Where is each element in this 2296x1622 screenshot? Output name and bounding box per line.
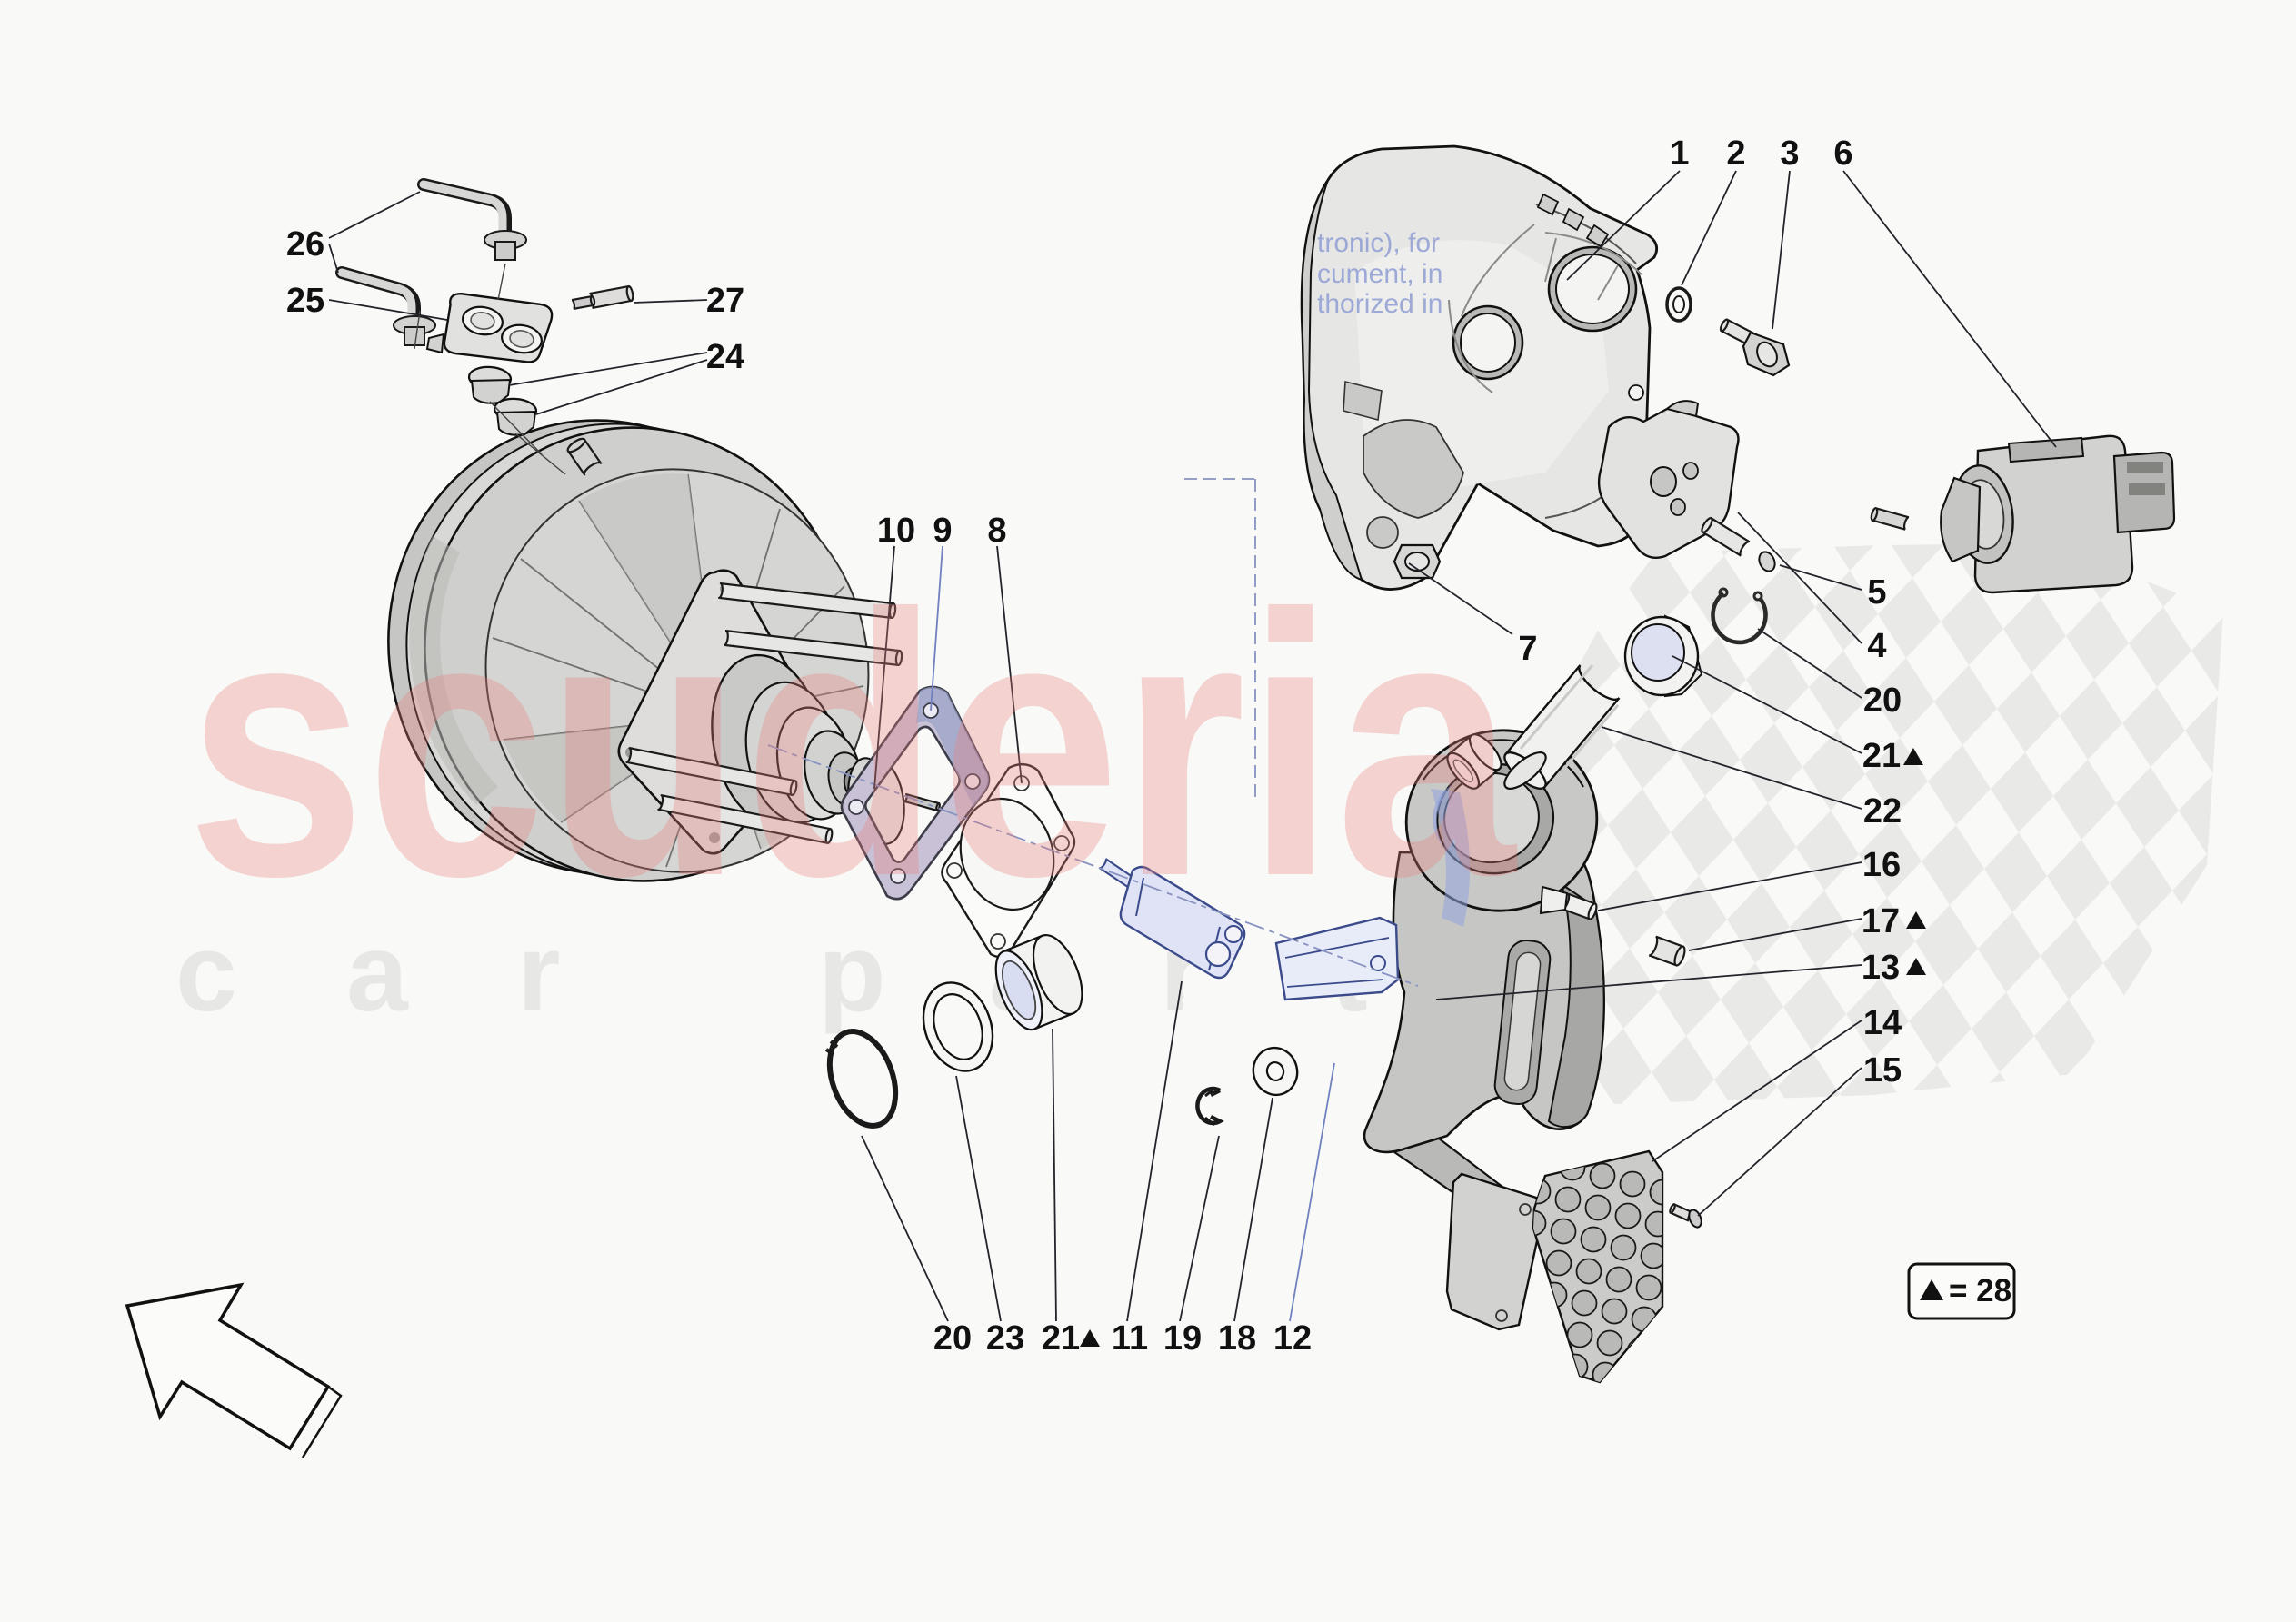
svg-text:20: 20 (933, 1319, 972, 1358)
svg-text:8: 8 (987, 512, 1006, 550)
svg-text:18: 18 (1218, 1319, 1256, 1358)
svg-text:23: 23 (986, 1319, 1024, 1358)
svg-text:3: 3 (1780, 134, 1799, 173)
svg-text:p: p (818, 911, 886, 1034)
svg-text:19: 19 (1163, 1319, 1202, 1358)
svg-text:24: 24 (706, 338, 744, 376)
svg-text:26: 26 (286, 225, 324, 264)
svg-text:15: 15 (1863, 1051, 1902, 1090)
svg-text:r: r (517, 911, 560, 1034)
svg-text:20: 20 (1863, 682, 1902, 720)
svg-text:tronic), for: tronic), for (1317, 228, 1440, 258)
svg-text:21: 21 (1862, 737, 1901, 775)
svg-text:16: 16 (1862, 846, 1901, 884)
svg-text:9: 9 (933, 512, 952, 550)
svg-text:5: 5 (1867, 573, 1886, 612)
svg-text:a: a (346, 911, 409, 1034)
svg-text:thorized in: thorized in (1317, 289, 1442, 319)
svg-text:12: 12 (1273, 1319, 1312, 1358)
svg-text:21: 21 (1042, 1319, 1080, 1358)
svg-text:22: 22 (1863, 792, 1902, 831)
svg-text:cument, in: cument, in (1317, 259, 1442, 289)
svg-text:4: 4 (1867, 627, 1886, 665)
svg-text:10: 10 (877, 512, 915, 550)
svg-text:2: 2 (1726, 134, 1745, 173)
svg-text:11: 11 (1112, 1319, 1148, 1358)
svg-text:14: 14 (1863, 1004, 1902, 1042)
svg-text:= 28: = 28 (1949, 1273, 2011, 1309)
svg-text:25: 25 (286, 282, 324, 320)
svg-text:27: 27 (706, 282, 744, 320)
svg-text:scuderia: scuderia (186, 537, 1517, 953)
svg-text:c: c (175, 911, 237, 1034)
svg-text:7: 7 (1518, 630, 1537, 668)
svg-text:6: 6 (1833, 134, 1852, 173)
svg-text:13: 13 (1862, 949, 1900, 987)
svg-text:1: 1 (1670, 134, 1689, 173)
svg-text:17: 17 (1862, 902, 1900, 940)
